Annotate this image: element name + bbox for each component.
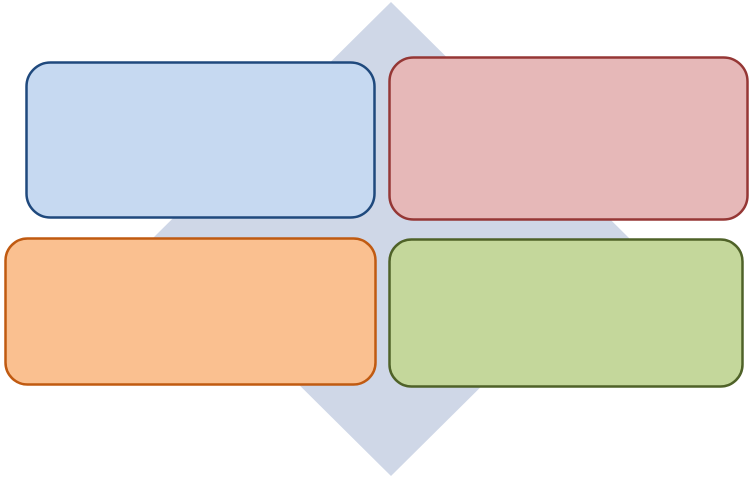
box-top-left-shape bbox=[25, 61, 376, 219]
box-bottom-right-shape bbox=[388, 238, 744, 388]
box-bottom-left-shape bbox=[4, 237, 377, 386]
box-top-left bbox=[25, 61, 376, 219]
box-bottom-right bbox=[388, 238, 744, 388]
box-top-right-shape bbox=[388, 56, 749, 221]
box-top-right bbox=[388, 56, 749, 221]
box-bottom-left bbox=[4, 237, 377, 386]
